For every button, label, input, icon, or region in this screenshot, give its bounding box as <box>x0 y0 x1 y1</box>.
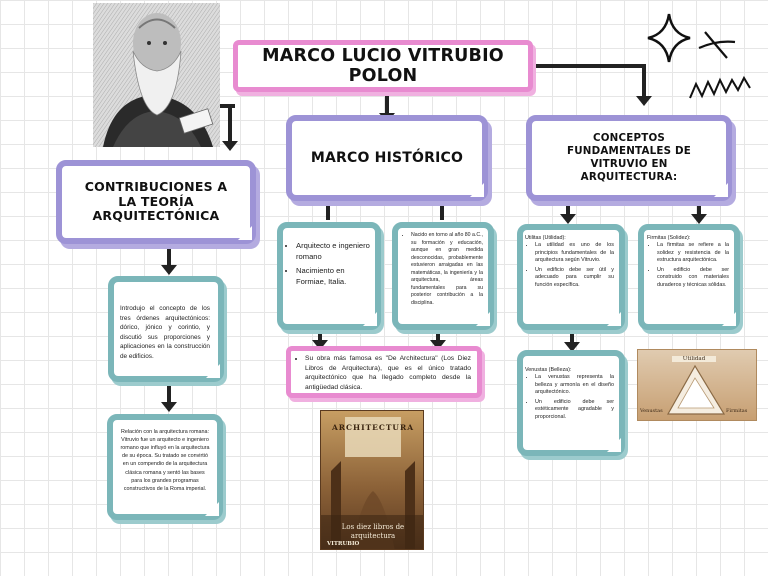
obra-famosa-box: Su obra más famosa es "De Architectura" … <box>286 346 482 398</box>
list-item: Arquitecto e ingeniero romano <box>296 240 370 263</box>
connector <box>228 104 232 144</box>
formacion-list: Nacido en torno al año 80 a.C., su forma… <box>401 232 483 307</box>
list-item: Un edificio debe ser estéticamente agrad… <box>535 399 614 422</box>
arrow-down-icon <box>222 141 238 151</box>
venustas-box: Venustas (Belleza): La venustas represen… <box>517 350 625 456</box>
datos-basicos-list: Arquitecto e ingeniero romano Nacimiento… <box>286 240 370 288</box>
list-item: Su obra más famosa es "De Architectura" … <box>305 354 471 393</box>
list-item: La venustas representa la belleza y armo… <box>535 374 614 397</box>
zigzag-doodle-icon <box>688 74 754 104</box>
venustas-list: La venustas representa la belleza y armo… <box>525 374 614 421</box>
vitruvius-portrait <box>93 3 220 147</box>
connector <box>697 200 701 218</box>
conceptos-title-box: CONCEPTOS FUNDAMENTALES DE VITRUVIO EN A… <box>526 115 732 201</box>
utilitas-list: La utilidad es uno de los principios fun… <box>525 242 614 289</box>
book-cover-image: ARCHITECTURA Los diez libros de arquitec… <box>320 410 424 550</box>
relacion-roma-box: Relación con la arquitectura romana: Vit… <box>107 414 223 520</box>
arrow-down-icon <box>161 402 177 412</box>
arrow-down-icon <box>312 340 328 350</box>
list-item: Un edificio debe ser útil y adecuado par… <box>535 267 614 290</box>
connector <box>566 200 570 218</box>
connector <box>532 64 646 68</box>
arrow-down-icon <box>560 214 576 224</box>
firmitas-box: Firmitas (Solidez): La firmitas se refie… <box>638 224 740 330</box>
connector <box>218 104 235 108</box>
connector <box>326 200 330 220</box>
ordenes-box: Introdujo el concepto de los tres órdene… <box>108 276 224 382</box>
arrow-down-icon <box>161 265 177 275</box>
connector <box>167 384 171 406</box>
book-subtitle-1: Los diez libros de <box>341 523 405 531</box>
triangle-label-left: Venustas <box>640 408 663 414</box>
utilitas-heading: Utilitas (Utilidad): <box>525 235 566 241</box>
relacion-roma-text: Relación con la arquitectura romana: Vit… <box>120 429 210 492</box>
utilitas-box: Utilitas (Utilidad): La utilidad es uno … <box>517 224 625 330</box>
arrow-down-icon <box>430 340 446 350</box>
contribuciones-title: CONTRIBUCIONES A LA TEORÍA ARQUITECTÓNIC… <box>84 179 228 224</box>
venustas-heading: Venustas (Belleza): <box>525 367 572 373</box>
list-item: Un edificio debe ser construido con mate… <box>657 267 729 290</box>
connector <box>440 200 444 220</box>
arrow-down-icon <box>691 214 707 224</box>
main-title: MARCO LUCIO VITRUBIO POLON <box>262 46 504 86</box>
vitruvian-triangle-diagram: Utilidad Venustas Firmitas <box>637 349 757 421</box>
arrow-down-icon <box>636 96 652 106</box>
connector <box>167 244 171 268</box>
book-author: VITRUBIO <box>327 541 360 547</box>
sparkle-icon <box>646 12 692 64</box>
contribuciones-title-box: CONTRIBUCIONES A LA TEORÍA ARQUITECTÓNIC… <box>56 160 256 244</box>
ordenes-text: Introdujo el concepto de los tres órdene… <box>120 305 210 361</box>
connector <box>642 64 646 98</box>
list-item: Nacido en torno al año 80 a.C., su forma… <box>411 232 483 307</box>
datos-basicos-box: Arquitecto e ingeniero romano Nacimiento… <box>277 222 381 330</box>
marco-historico-title-box: MARCO HISTÓRICO <box>286 115 488 201</box>
marco-historico-title: MARCO HISTÓRICO <box>310 150 464 166</box>
conceptos-title: CONCEPTOS FUNDAMENTALES DE VITRUVIO EN A… <box>567 132 691 183</box>
triangle-label-top: Utilidad <box>672 356 716 362</box>
connector <box>570 330 574 344</box>
connector <box>436 330 440 342</box>
connector <box>318 330 322 342</box>
firmitas-list: La firmitas se refiere a la solidez y re… <box>647 242 729 289</box>
book-title-top: ARCHITECTURA <box>331 423 415 432</box>
list-item: Nacimiento en Formiae, Italia. <box>296 265 370 288</box>
firmitas-heading: Firmitas (Solidez): <box>647 235 691 241</box>
cross-doodle-icon <box>697 30 737 60</box>
triangle-label-right: Firmitas <box>726 408 748 414</box>
book-subtitle-2: arquitectura <box>350 532 396 540</box>
formacion-box: Nacido en torno al año 80 a.C., su forma… <box>392 222 494 330</box>
obra-famosa-list: Su obra más famosa es "De Architectura" … <box>295 354 471 393</box>
list-item: La firmitas se refiere a la solidez y re… <box>657 242 729 265</box>
arrow-down-icon <box>564 342 580 352</box>
list-item: La utilidad es uno de los principios fun… <box>535 242 614 265</box>
connector <box>385 94 389 116</box>
main-title-box: MARCO LUCIO VITRUBIO POLON <box>233 40 533 92</box>
